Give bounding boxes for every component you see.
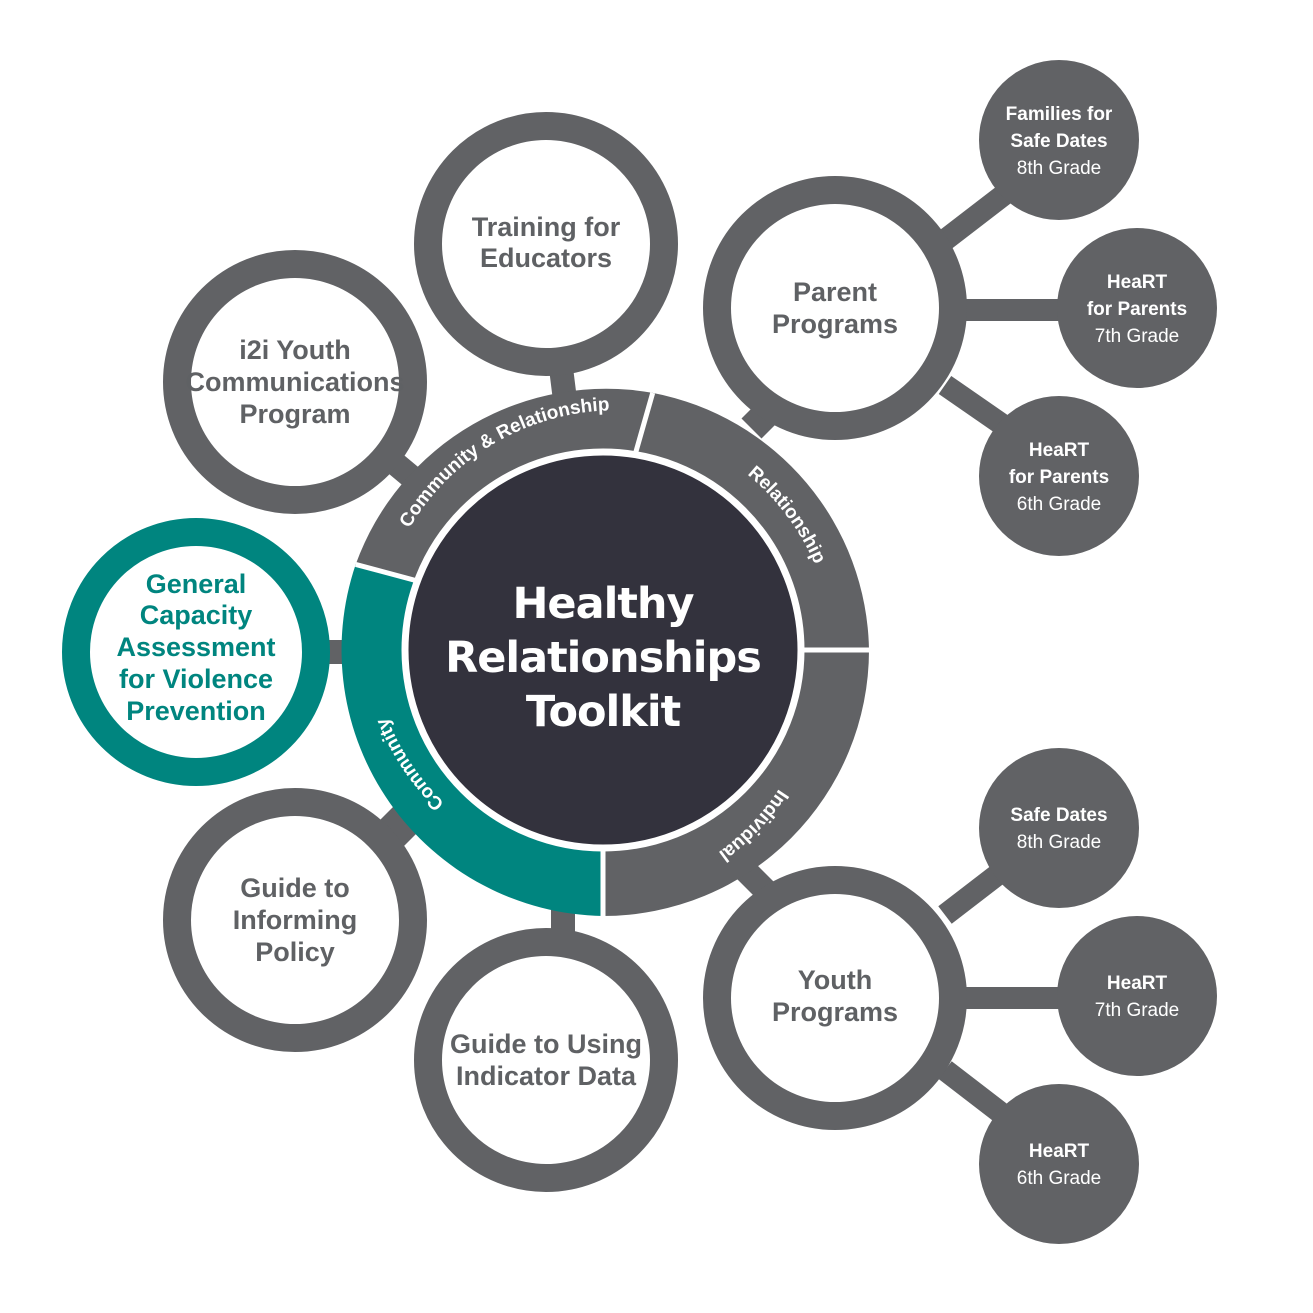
subnode-label: HeaRT	[1107, 973, 1168, 994]
center-title-line-3: Toolkit	[526, 687, 681, 737]
subnode-grade: 7th Grade	[1095, 1000, 1180, 1021]
subnode-heart-for-parents-7th: HeaRT for Parents 7th Grade	[1057, 228, 1217, 388]
subnode-label: HeaRT	[1107, 272, 1168, 293]
center-title-line-2: Relationships	[445, 633, 761, 683]
node-label: Parent	[793, 277, 877, 307]
subnode-label: Safe Dates	[1010, 131, 1107, 152]
ring-segment-individual	[603, 650, 869, 916]
node-label: Guide to Using	[450, 1029, 642, 1059]
node-label: Assessment	[116, 632, 275, 662]
subnode-safe-dates-8th: Safe Dates 8th Grade	[979, 748, 1139, 908]
node-label: for Violence	[119, 664, 273, 694]
subnode-grade: 8th Grade	[1017, 158, 1102, 179]
center-title: Healthy Relationships Toolkit	[445, 579, 762, 737]
node-label: Policy	[255, 937, 335, 967]
node-label: Youth	[798, 965, 872, 995]
node-label: Programs	[772, 997, 898, 1027]
node-youth-programs: Youth Programs	[703, 866, 967, 1130]
node-label: General	[146, 569, 247, 599]
subnode-label: for Parents	[1087, 299, 1187, 320]
ring-segment-community-relationship	[355, 388, 653, 581]
node-general-capacity-assessment: General Capacity Assessment for Violence…	[62, 518, 330, 786]
subnode-label: HeaRT	[1029, 440, 1090, 461]
subnode-families-for-safe-dates: Families for Safe Dates 8th Grade	[979, 60, 1139, 220]
node-guide-to-using-indicator-data: Guide to Using Indicator Data	[414, 928, 678, 1192]
subnode-label: for Parents	[1009, 467, 1109, 488]
node-label: i2i Youth	[239, 335, 351, 365]
node-label: Educators	[480, 243, 612, 273]
subnode-grade: 8th Grade	[1017, 832, 1102, 853]
center-title-line-1: Healthy	[512, 579, 694, 629]
subnode-grade: 6th Grade	[1017, 494, 1102, 515]
node-label: Prevention	[126, 696, 266, 726]
node-label: Communications	[185, 367, 404, 397]
node-label: Programs	[772, 309, 898, 339]
node-parent-programs: Parent Programs	[703, 176, 967, 440]
subnode-grade: 7th Grade	[1095, 326, 1180, 347]
subnode-label: Families for	[1006, 104, 1113, 125]
node-label: Informing	[233, 905, 357, 935]
node-training-for-educators: Training for Educators	[414, 112, 678, 376]
subnode-heart-7th: HeaRT 7th Grade	[1057, 916, 1217, 1076]
subnode-heart-6th: HeaRT 6th Grade	[979, 1084, 1139, 1244]
node-label: Indicator Data	[456, 1061, 637, 1091]
subnode-label: HeaRT	[1029, 1141, 1090, 1162]
node-i2i-youth-communications: i2i Youth Communications Program	[163, 250, 427, 514]
subnode-heart-for-parents-6th: HeaRT for Parents 6th Grade	[979, 396, 1139, 556]
node-label: Training for	[472, 212, 621, 242]
node-label: Program	[239, 399, 350, 429]
subnode-grade: 6th Grade	[1017, 1168, 1102, 1189]
center-circle	[401, 448, 805, 852]
subnode-label: Safe Dates	[1010, 805, 1107, 826]
node-guide-to-informing-policy: Guide to Informing Policy	[163, 788, 427, 1052]
node-label: Guide to	[240, 873, 350, 903]
node-label: Capacity	[140, 600, 253, 630]
